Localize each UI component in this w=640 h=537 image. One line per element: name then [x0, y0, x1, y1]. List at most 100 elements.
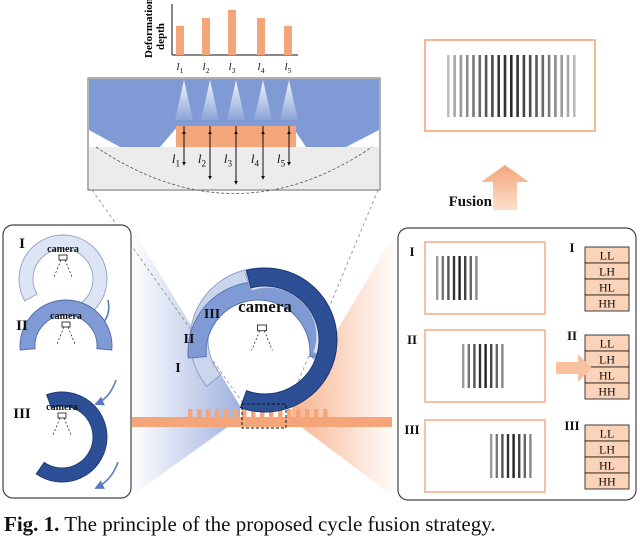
surface-tooth-15: [314, 409, 319, 417]
center-label-ii: II: [184, 332, 195, 347]
chart-tick-label-3: l3: [229, 61, 236, 75]
left-ring-3: [35, 391, 108, 483]
chart-tick-label-5: l5: [285, 61, 292, 75]
band-label-1-hl: HL: [599, 281, 615, 295]
light-cone-4: [254, 80, 272, 120]
chart-tick-label-4: l4: [258, 61, 265, 75]
sensor-label-3: l3: [224, 151, 233, 168]
surface-tooth-6: [233, 409, 238, 417]
chart-ylabel-line1: Deformation: [143, 0, 155, 58]
band-box-2-hh: [584, 382, 630, 400]
left-camera-2: [56, 321, 76, 345]
band-label-1-ll: LL: [600, 249, 615, 263]
left-camera-label-2: camera: [50, 311, 82, 322]
right-stripe-1-6: [464, 256, 467, 300]
left-camera-2-body: [61, 321, 71, 328]
surface-tooth-2: [197, 409, 202, 417]
surface-tooth-11: [278, 409, 283, 417]
sensor-curve: [95, 146, 373, 194]
right-stripe-2-2: [467, 344, 470, 388]
band-label-1-hh: HH: [598, 297, 616, 311]
caption-prefix: Fig. 1.: [4, 512, 60, 536]
chart-bar-5: [284, 25, 292, 55]
fusion-arrow-icon: [481, 165, 529, 210]
center-camera-label: camera: [238, 297, 292, 316]
fused-stripe-4: [465, 55, 469, 117]
right-stripe-1-1: [436, 256, 439, 300]
chart-tick-label-2: l2: [203, 61, 210, 75]
fused-stripe-13: [522, 55, 526, 117]
right-stripe-3-1: [490, 434, 493, 478]
fused-stripe-8: [491, 55, 494, 117]
surface-tooth-10: [269, 409, 274, 417]
center-camera-icon-fov-right: [263, 330, 273, 351]
fused-stripe-9: [497, 55, 500, 117]
contact-zoom-box: [241, 403, 287, 429]
sensor-label-2: l2: [198, 151, 207, 168]
band-label-2-lh: LH: [599, 353, 615, 367]
right-stripe-1-8: [475, 256, 478, 300]
contact-surface: [132, 417, 392, 427]
center-label-iii: III: [204, 307, 220, 322]
left-roman-2: II: [16, 318, 28, 334]
fused-stripe-18: [554, 55, 557, 117]
center-label-i: I: [175, 361, 180, 376]
right-image-frame-3: [424, 419, 546, 493]
fused-stripe-7: [484, 55, 488, 117]
right-stripe-3-5: [512, 434, 515, 478]
right-stripe-2-3: [473, 344, 476, 388]
right-stripe-2-5: [484, 344, 487, 388]
right-stripe-3-8: [529, 434, 532, 478]
band-label-1-lh: LH: [599, 265, 615, 279]
right-stripe-2-1: [462, 344, 465, 388]
surface-tooth-12: [287, 409, 292, 417]
surface-tooth-5: [224, 409, 229, 417]
fused-stripe-6: [478, 55, 482, 117]
fused-stripe-20: [566, 55, 570, 117]
surface-tooth-14: [305, 409, 310, 417]
right-stripe-3-7: [523, 434, 526, 478]
wavelet-arrow-icon: [556, 354, 592, 382]
right-roman-right-1: I: [569, 240, 574, 255]
fused-image: [424, 39, 596, 132]
band-label-3-ll: LL: [600, 427, 615, 441]
surface-tooth-9: [260, 409, 265, 417]
fused-stripe-14: [528, 55, 532, 117]
right-stripe-2-4: [478, 344, 482, 388]
right-stripe-3-3: [501, 434, 504, 478]
center-camera-icon: [251, 324, 273, 351]
zoom-line-right: [287, 189, 379, 407]
surface-tooth-4: [215, 409, 220, 417]
left-camera-3-fov-left: [52, 417, 61, 436]
right-stripe-1-5: [458, 256, 461, 300]
sensor-label-5: l5: [277, 151, 286, 168]
center-ring-iii: [239, 267, 338, 413]
surface-tooth-1: [188, 409, 193, 417]
band-label-3-hl: HL: [599, 459, 615, 473]
chart-bar-1: [176, 25, 184, 55]
fused-stripe-1: [447, 55, 450, 117]
left-camera-1: [53, 254, 73, 278]
sensor-label-4: l4: [251, 151, 260, 168]
caption-text: The principle of the proposed cycle fusi…: [59, 512, 496, 536]
fused-stripe-2: [453, 55, 456, 117]
figure-caption: Fig. 1. The principle of the proposed cy…: [4, 511, 640, 537]
band-label-2-hh: HH: [598, 385, 616, 399]
surface-tooth-7: [242, 409, 247, 417]
band-box-3-hh: [584, 472, 630, 490]
fused-stripe-16: [541, 55, 545, 117]
right-panel-beam: [292, 228, 398, 500]
left-camera-2-fov-right: [67, 326, 76, 345]
surface-tooth-16: [323, 409, 328, 417]
right-stripe-1-2: [441, 256, 444, 300]
right-roman-right-2: II: [567, 328, 577, 343]
band-box-1-hh: [584, 294, 630, 312]
center-camera-icon-body: [256, 324, 267, 332]
left-roman-1: I: [19, 236, 25, 252]
left-ring-2: [19, 299, 113, 351]
